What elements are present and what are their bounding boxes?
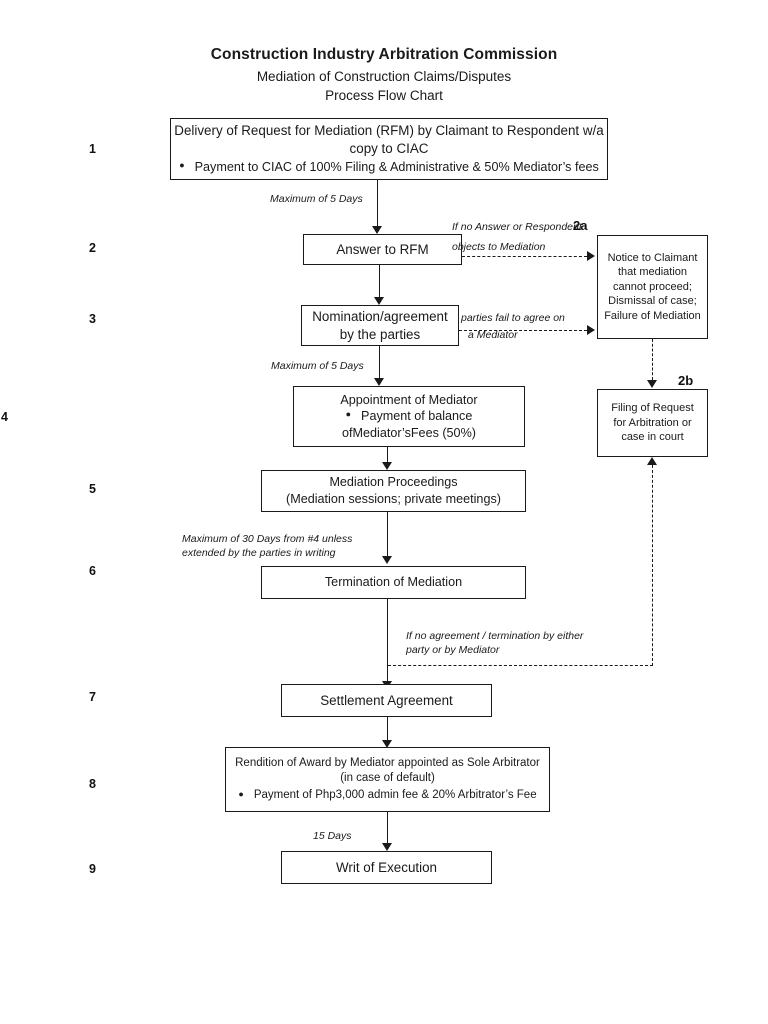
connector-box8-to-box9 (387, 812, 388, 843)
bullet-icon: ● (345, 409, 352, 420)
box8-line-1: Rendition of Award by Mediator appointed… (235, 756, 540, 769)
arrowhead-box1-to-box2 (372, 226, 382, 234)
process-box-appointment-of-mediator[interactable]: Appointment of Mediator ● Payment of bal… (293, 386, 525, 447)
box7-line-1: Settlement Agreement (320, 692, 453, 708)
process-box-writ-of-execution[interactable]: Writ of Execution (281, 851, 492, 884)
box2-line-1: Answer to RFM (336, 241, 429, 257)
arrowhead-box3-to-box2a (587, 325, 595, 335)
connector-no-agreement-horizontal (388, 665, 653, 666)
note-15-days: 15 Days (313, 830, 352, 842)
box2a-line-1: Notice to Claimant (607, 251, 698, 264)
step-number-2: 2 (89, 241, 96, 255)
box5-line-2: (Mediation sessions; private meetings) (286, 492, 501, 506)
note-maximum-30-days-line-1: Maximum of 30 Days from #4 unless (182, 533, 353, 545)
box8-bullet-1-text: Payment of Php3,000 admin fee & 20% Arbi… (253, 789, 537, 802)
box2a-line-5: Failure of Mediation (604, 309, 701, 322)
note-no-agreement-line-1: If no agreement / termination by either (406, 630, 584, 642)
page-subtitle-1: Mediation of Construction Claims/Dispute… (256, 69, 512, 84)
box2a-line-4: Dismissal of case; (608, 295, 697, 308)
page-title: Construction Industry Arbitration Commis… (210, 46, 558, 63)
box1-bullet-1: ● Payment to CIAC of 100% Filing & Admin… (171, 159, 607, 176)
note-no-answer-line-1: If no Answer or Respondent (452, 221, 582, 233)
note-maximum-5-days-a: Maximum of 5 Days (270, 193, 363, 205)
box4-bullet-1-text: Payment of balance (361, 409, 473, 424)
box4-bullet-1-text-cont: ofMediator’sFees (50%) (342, 425, 476, 440)
connector-box5-to-box6 (387, 512, 388, 556)
box3-line-2: by the parties (339, 326, 421, 342)
box1-bullet-1-text: Payment to CIAC of 100% Filing & Adminis… (194, 160, 599, 175)
step-number-4: 4 (1, 410, 8, 424)
arrowhead-box2-to-box2a (587, 251, 595, 261)
arrowhead-no-agreement-to-box2b (647, 457, 657, 465)
connector-box6-to-box7 (387, 599, 388, 681)
note-fail-agree-line-1: parties fail to agree on (461, 312, 565, 324)
box2b-line-3: case in court (621, 431, 684, 444)
note-maximum-30-days-line-2: extended by the parties in writing (182, 547, 336, 559)
connector-box2a-to-box2b (652, 339, 653, 380)
box1-line-2: copy to CIAC (349, 140, 429, 156)
step-number-7: 7 (89, 690, 96, 704)
box1-line-1: Delivery of Request for Mediation (RFM) … (174, 123, 604, 138)
note-fail-agree-line-2: a Mediator (468, 329, 518, 341)
box8-line-2: (in case of default) (340, 771, 435, 784)
box4-bullet-1: ● Payment of balance (294, 408, 524, 425)
process-box-termination-of-mediation[interactable]: Termination of Mediation (261, 566, 526, 599)
connector-box7-to-box8 (387, 717, 388, 740)
step-number-6: 6 (89, 564, 96, 578)
bullet-icon: ● (179, 160, 185, 171)
arrowhead-box2-to-box3 (374, 297, 384, 305)
outcome-box-filing-of-request[interactable]: Filing of Request for Arbitration or cas… (597, 389, 708, 457)
connector-box1-to-box2 (377, 180, 378, 226)
connector-no-agreement-vertical (652, 465, 653, 666)
box9-line-1: Writ of Execution (336, 859, 437, 875)
process-box-settlement-agreement[interactable]: Settlement Agreement (281, 684, 492, 717)
arrowhead-box4-to-box5 (382, 462, 392, 470)
marker-2b: 2b (678, 373, 694, 388)
box3-line-1: Nomination/agreement (312, 308, 448, 324)
step-number-8: 8 (89, 777, 96, 791)
connector-box3-to-box2a (459, 330, 587, 331)
bullet-icon: ● (238, 789, 244, 800)
marker-2a: 2a (573, 218, 588, 233)
arrowhead-box8-to-box9 (382, 843, 392, 851)
page-subtitle-2: Process Flow Chart (325, 88, 443, 103)
arrowhead-box2a-to-box2b (647, 380, 657, 388)
arrowhead-box5-to-box6 (382, 556, 392, 564)
box5-line-1: Mediation Proceedings (329, 475, 458, 490)
note-no-agreement-line-2: party or by Mediator (406, 644, 500, 656)
step-number-9: 9 (89, 862, 96, 876)
process-box-delivery-of-rfm[interactable]: Delivery of Request for Mediation (RFM) … (170, 118, 608, 180)
outcome-box-notice-to-claimant[interactable]: Notice to Claimant that mediation cannot… (597, 235, 708, 339)
process-box-nomination-agreement[interactable]: Nomination/agreement by the parties (301, 305, 459, 346)
box2b-line-2: for Arbitration or (613, 416, 692, 429)
box2b-line-1: Filing of Request (611, 402, 694, 415)
arrowhead-box3-to-box4 (374, 378, 384, 386)
box6-line-1: Termination of Mediation (324, 575, 463, 590)
step-number-1: 1 (89, 142, 96, 156)
process-box-rendition-of-award[interactable]: Rendition of Award by Mediator appointed… (225, 747, 550, 812)
box8-bullet-1: ● Payment of Php3,000 admin fee & 20% Ar… (226, 788, 549, 803)
arrowhead-box7-to-box8 (382, 740, 392, 748)
note-maximum-5-days-b: Maximum of 5 Days (271, 360, 364, 372)
process-box-mediation-proceedings[interactable]: Mediation Proceedings (Mediation session… (261, 470, 526, 512)
connector-box2-to-box2a (462, 256, 587, 257)
box2a-line-3: cannot proceed; (613, 280, 692, 293)
step-number-5: 5 (89, 482, 96, 496)
box4-line-1: Appointment of Mediator (340, 392, 478, 407)
note-no-answer-line-2: objects to Mediation (452, 241, 546, 253)
connector-box2-to-box3 (379, 265, 380, 297)
box2a-line-2: that mediation (617, 266, 688, 279)
connector-box4-to-box5 (387, 447, 388, 464)
connector-box3-to-box4 (379, 346, 380, 382)
process-box-answer-to-rfm[interactable]: Answer to RFM (303, 234, 462, 265)
step-number-3: 3 (89, 312, 96, 326)
